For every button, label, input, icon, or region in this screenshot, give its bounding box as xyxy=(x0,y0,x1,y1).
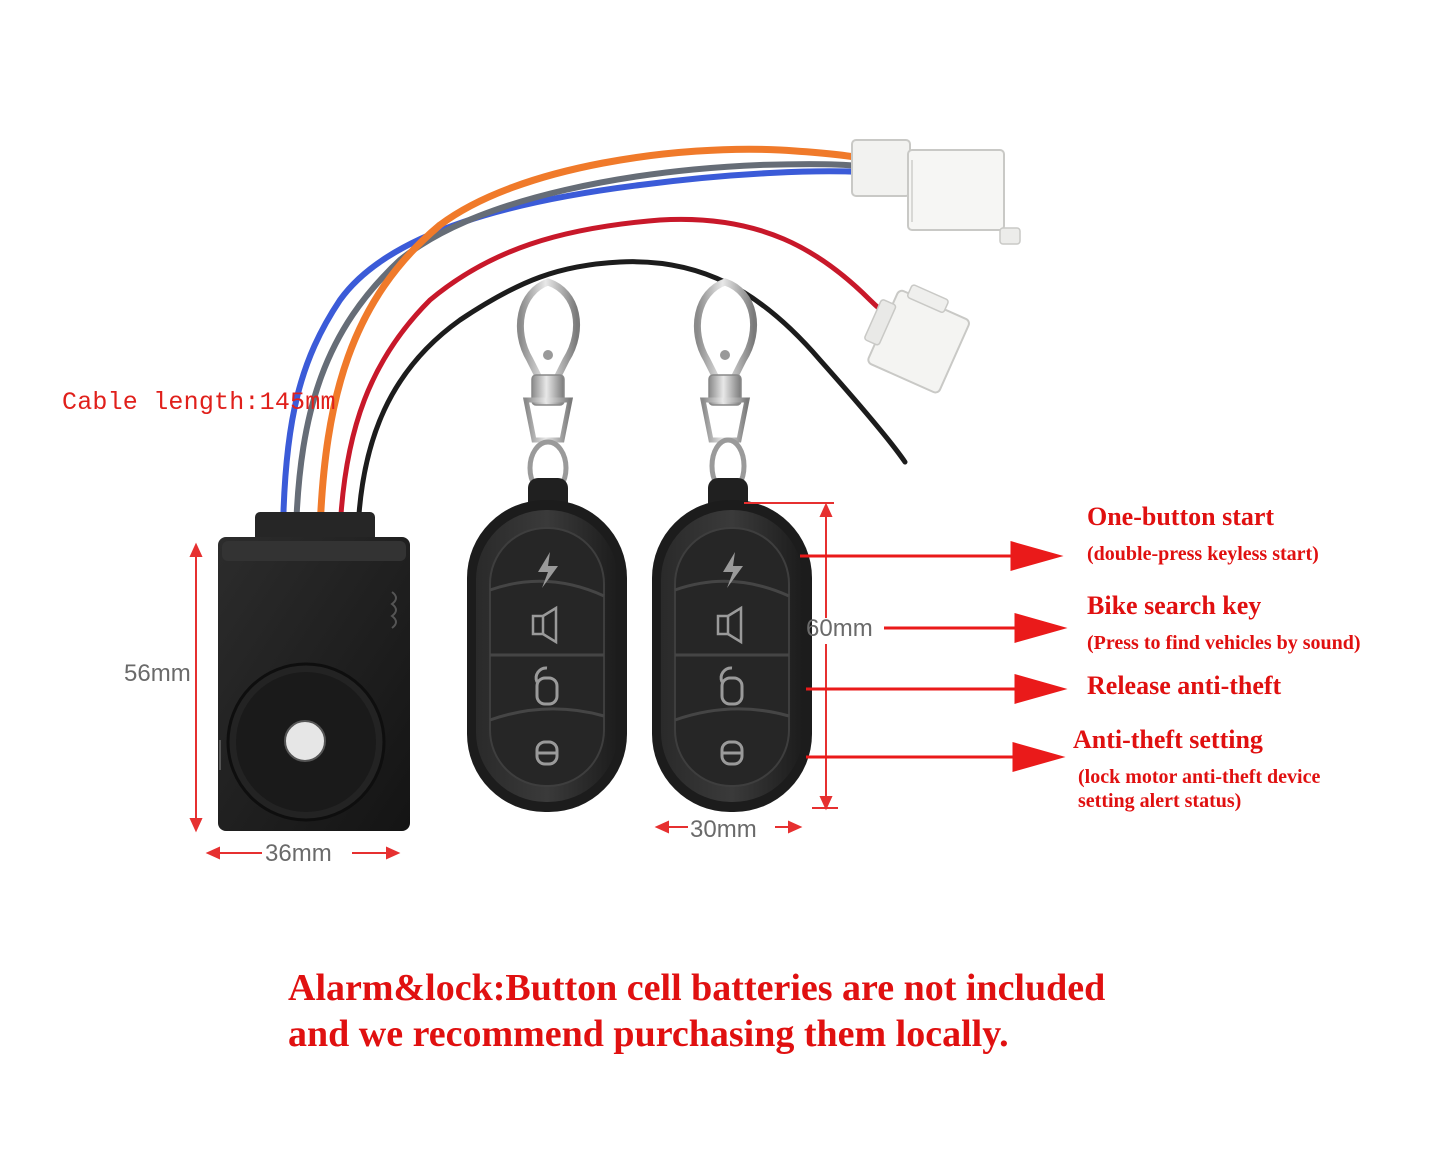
unlock-icon xyxy=(534,666,559,706)
horn-icon xyxy=(531,605,558,645)
feature-2-title: Bike search key xyxy=(1087,591,1262,620)
dimension-lines xyxy=(189,502,838,860)
cable-length-label: Cable length:145mm xyxy=(62,388,336,417)
battery-note-line1: Alarm&lock:Button cell batteries are not… xyxy=(288,967,1106,1009)
feature-2-subtitle: (Press to find vehicles by sound) xyxy=(1087,632,1361,654)
unlock-icon xyxy=(719,666,744,706)
remote-height-label: 60mm xyxy=(806,615,873,642)
horn-icon xyxy=(716,605,743,645)
wire-harness xyxy=(280,145,908,534)
feature-1-title: One-button start xyxy=(1087,502,1275,531)
controller-height-label: 56mm xyxy=(124,660,191,687)
remote-width-label: 30mm xyxy=(690,816,757,843)
wire-red xyxy=(337,216,903,533)
feature-4-subtitle-line2: setting alert status) xyxy=(1078,790,1242,812)
lock-icon xyxy=(535,740,559,766)
alarm-controller xyxy=(218,512,410,831)
feature-4-subtitle-line1: (lock motor anti-theft device xyxy=(1078,766,1321,788)
lock-icon xyxy=(720,740,744,766)
wire-orange xyxy=(316,145,864,534)
wire-gray xyxy=(293,161,863,533)
feature-4-title: Anti-theft setting xyxy=(1073,725,1263,754)
lightning-icon xyxy=(538,552,558,588)
feature-3-title: Release anti-theft xyxy=(1087,671,1282,700)
feature-arrows xyxy=(800,541,1068,772)
lightning-icon xyxy=(723,552,743,588)
controller-width-label: 36mm xyxy=(265,840,332,867)
wire-black xyxy=(355,259,908,533)
remote-fob-left xyxy=(467,278,627,812)
remote-fob-right xyxy=(652,278,812,812)
feature-1-subtitle: (double-press keyless start) xyxy=(1087,543,1319,565)
battery-note-line2: and we recommend purchasing them locally… xyxy=(288,1013,1009,1055)
connector-2pin xyxy=(864,284,970,394)
connector-4pin xyxy=(851,139,1021,245)
